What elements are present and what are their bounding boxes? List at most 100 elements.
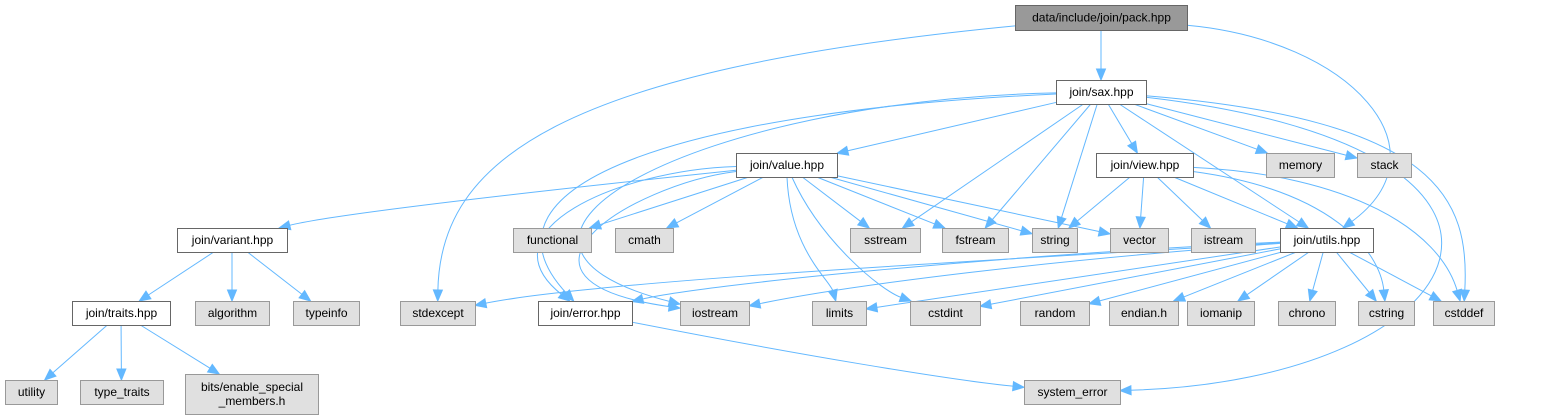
node-error[interactable]: join/error.hpp: [538, 301, 633, 326]
edge-pack-to-utils: [1186, 24, 1391, 229]
edge-line: [1311, 251, 1324, 292]
edge-line: [1076, 176, 1131, 222]
edge-view-to-string: [1067, 176, 1131, 229]
arrowhead-icon: [1012, 380, 1026, 392]
node-label: fstream: [955, 233, 995, 247]
arrowhead-icon: [1236, 290, 1251, 302]
arrowhead-icon: [588, 219, 603, 230]
edge-sax-to-value: [835, 101, 1057, 156]
node-box: [1110, 228, 1169, 253]
edge-line: [829, 176, 1023, 232]
node-cstdint: cstdint: [910, 301, 981, 326]
node-label: sstream: [864, 233, 907, 247]
node-label: iomanip: [1200, 306, 1242, 320]
arrowhead-icon: [138, 290, 152, 302]
node-box: [1187, 301, 1255, 326]
edge-line: [140, 324, 212, 370]
arrowhead-icon: [1344, 150, 1359, 161]
node-label: vector: [1123, 233, 1156, 247]
arrowhead-icon: [1341, 216, 1356, 229]
node-iomanip: iomanip: [1187, 301, 1255, 326]
node-sstream: sstream: [850, 228, 921, 253]
edge-sax-to-error: [540, 93, 1057, 302]
edge-line: [51, 324, 108, 374]
edge-line: [1098, 251, 1282, 302]
edge-pack-to-stdexcept: [432, 25, 1016, 303]
node-label: cstdint: [928, 306, 963, 320]
arrowhead-icon: [1284, 218, 1299, 229]
node-algorithm: algorithm: [195, 301, 270, 326]
edge-line: [1192, 171, 1385, 292]
node-label: system_error: [1037, 385, 1107, 399]
edge-line: [1173, 176, 1289, 225]
arrowhead-icon: [116, 368, 127, 382]
arrowhead-icon: [901, 217, 915, 229]
node-memory: memory: [1266, 153, 1335, 178]
arrowhead-icon: [1126, 140, 1139, 155]
edge-variant-to-traits: [138, 251, 215, 302]
edge-line: [631, 321, 1015, 387]
node-view[interactable]: join/view.hpp: [1096, 153, 1194, 178]
edge-sax-to-view: [1107, 103, 1139, 155]
arrowhead-icon: [978, 298, 993, 310]
edge-utils-to-cstddef: [1348, 251, 1443, 302]
edge-line: [786, 176, 834, 292]
node-label: cstddef: [1445, 306, 1484, 320]
arrowhead-icon: [747, 298, 762, 309]
arrowhead-icon: [835, 145, 850, 156]
node-label: cstring: [1369, 306, 1404, 320]
node-limits: limits: [812, 301, 867, 326]
node-label: join/view.hpp: [1110, 158, 1180, 172]
node-chrono: chrono: [1278, 301, 1336, 326]
edge-line: [1133, 103, 1259, 151]
arrowhead-icon: [1135, 216, 1146, 230]
edge-variant-to-algorithm: [226, 252, 238, 303]
edge-utils-to-random: [1087, 251, 1282, 306]
edge-value-to-vector: [836, 175, 1112, 237]
node-box: [1433, 301, 1495, 326]
edge-line: [1186, 24, 1391, 223]
node-variant[interactable]: join/variant.hpp: [177, 228, 288, 253]
node-label: algorithm: [208, 306, 257, 320]
edge-sax-to-cstddef: [1145, 95, 1471, 303]
edge-utils-to-cstdint: [978, 248, 1281, 310]
edge-value-to-cstdint: [791, 176, 913, 303]
edge-sax-to-sstream: [901, 103, 1084, 229]
node-value[interactable]: join/value.hpp: [736, 153, 838, 178]
node-label: join/value.hpp: [749, 158, 824, 172]
node-label: iostream: [692, 306, 738, 320]
node-box: [1357, 153, 1412, 178]
edge-value-to-functional: [588, 176, 750, 230]
edge-traits-to-enable_special: [140, 324, 221, 375]
edge-line: [1182, 251, 1297, 298]
edge-value-to-fstream: [816, 176, 947, 229]
arrowhead-icon: [1459, 289, 1471, 303]
edge-traits-to-type_traits: [116, 324, 127, 382]
edge-line: [1145, 103, 1348, 157]
edges-layer: [43, 24, 1471, 396]
node-utils[interactable]: join/utils.hpp: [1280, 228, 1374, 253]
node-enable-special: bits/enable_special_members.h: [185, 374, 319, 415]
node-label: functional: [527, 233, 578, 247]
edge-line: [598, 176, 750, 226]
node-cstddef: cstddef: [1433, 301, 1495, 326]
edge-line: [247, 251, 303, 296]
edge-line: [1140, 176, 1145, 219]
node-label: string: [1040, 233, 1069, 247]
node-box: [850, 228, 921, 253]
edge-sax-to-fstream: [984, 103, 1092, 230]
node-box: [1020, 301, 1090, 326]
arrowhead-icon: [1019, 225, 1034, 236]
node-box: [513, 228, 592, 253]
arrowhead-icon: [1087, 295, 1102, 306]
node-box: [1056, 80, 1147, 105]
node-box: [1015, 5, 1188, 31]
edge-line: [1145, 95, 1466, 292]
node-traits[interactable]: join/traits.hpp: [72, 301, 171, 326]
node-box: [1024, 380, 1121, 405]
node-box: [1278, 301, 1336, 326]
edge-variant-to-typeinfo: [247, 251, 312, 302]
edge-line: [816, 176, 936, 225]
node-sax[interactable]: join/sax.hpp: [1056, 80, 1147, 105]
